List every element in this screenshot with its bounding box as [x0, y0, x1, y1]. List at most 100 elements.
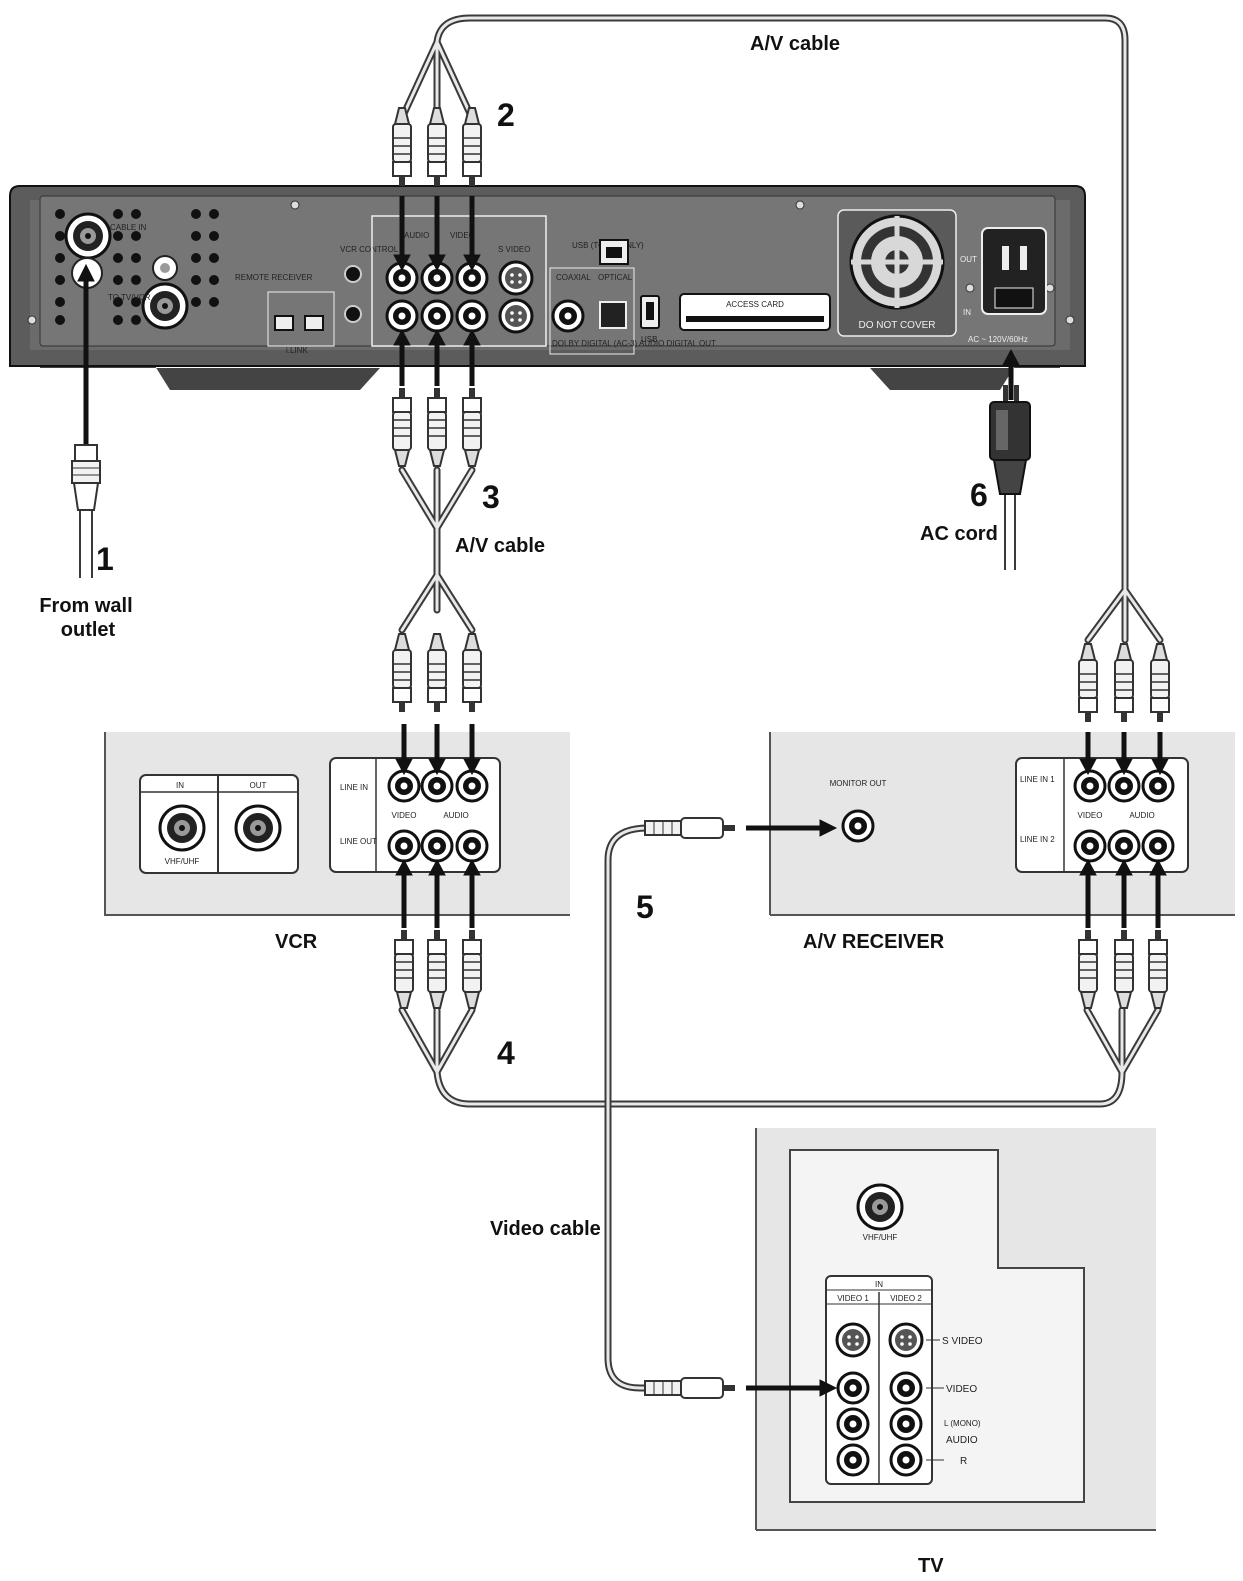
recorder-in-svideo-jack [498, 298, 534, 334]
tv-vhf-uhf-label: VHF/UHF [863, 1233, 898, 1242]
line-in-2-label: LINE IN 2 [1020, 835, 1055, 844]
to-tv-vcr-label: TO TV/VCR [108, 293, 151, 302]
vcr-line-in-audio-r-jack [455, 769, 489, 803]
receiver-line1-audio-r-jack [1141, 769, 1175, 803]
tv-in-label: IN [875, 1280, 883, 1289]
plugs-cable-3-bottom [393, 634, 481, 712]
vcr-out-label: OUT [250, 781, 267, 790]
plugs-cable-4-vcr [394, 929, 482, 1009]
tv-video2-label: VIDEO 2 [890, 1294, 922, 1303]
receiver-audio-label: AUDIO [1129, 811, 1154, 820]
av-receiver-panel: MONITOR OUT LINE IN 1 LINE IN 2 VIDEO AU… [769, 732, 1235, 916]
tv-video1-audio-r-jack [836, 1443, 870, 1477]
step-number-6: 6 [970, 477, 988, 513]
ac-rating-label: AC ~ 120V/60Hz [968, 335, 1028, 344]
coaxial-jack [551, 299, 585, 333]
vcr-audio-label: AUDIO [443, 811, 468, 820]
antenna-connector [71, 444, 101, 511]
vcr-label: VCR [275, 931, 318, 953]
video-cable-plug-tv [644, 1377, 735, 1399]
do-not-cover-label: DO NOT COVER [858, 320, 935, 331]
plugs-cable-2 [393, 108, 481, 186]
receiver-line2-audio-l-jack [1107, 829, 1141, 863]
video-cable [604, 824, 654, 1392]
ac-cord-wire [1004, 490, 1016, 570]
vcr-line-in-label: LINE IN [340, 783, 368, 792]
tv-audio-label: AUDIO [946, 1435, 978, 1446]
ilink-label: i.LINK [286, 346, 308, 355]
receiver-line2-video-jack [1073, 829, 1107, 863]
monitor-out-jack [841, 809, 875, 843]
recorder-rear-panel: CABLE IN TO TV/VCR VCR CONTROL REMOTE RE… [9, 185, 1086, 390]
tv-label: TV [918, 1555, 944, 1577]
video-cable-plug-receiver [644, 817, 735, 839]
video-cable-label: Video cable [490, 1218, 601, 1240]
tv-video1-svideo-jack [835, 1322, 871, 1358]
digital-out-label: DOLBY DIGITAL (AC-3) AUDIO DIGITAL OUT [552, 339, 716, 348]
coaxial-label: COAXIAL [556, 273, 591, 282]
step-number-4: 4 [497, 1035, 515, 1071]
vcr-line-out-audio-r-jack [455, 829, 489, 863]
recorder-out-svideo-jack [498, 260, 534, 296]
vcr-line-out-video-jack [387, 829, 421, 863]
tv-video2-video-jack [889, 1371, 923, 1405]
vcr-line-in-video-jack [387, 769, 421, 803]
tv-r-label: R [960, 1456, 967, 1467]
av-cable-top-label: A/V cable [750, 33, 840, 55]
monitor-out-label: MONITOR OUT [830, 779, 887, 788]
tv-video-label: VIDEO [946, 1384, 977, 1395]
tv-vhf-uhf-jack [856, 1183, 904, 1231]
cable-in-label: CABLE IN [110, 223, 147, 232]
tv-l-mono-label: L (MONO) [944, 1419, 981, 1428]
vcr-vhf-uhf-label: VHF/UHF [165, 857, 200, 866]
receiver-line2-audio-r-jack [1141, 829, 1175, 863]
remote-receiver-label: REMOTE RECEIVER [235, 273, 313, 282]
vcr-vhf-in-jack [158, 804, 206, 852]
ac-cord-label: AC cord [920, 523, 998, 545]
av-receiver-label: A/V RECEIVER [803, 931, 945, 953]
vcr-panel: IN OUT VHF/UHF LINE IN LINE OUT VIDEO AU… [104, 732, 570, 916]
plugs-cable-4-receiver [1078, 929, 1168, 1009]
tv-video1-video-jack [836, 1371, 870, 1405]
av-cable-middle-label: A/V cable [455, 535, 545, 557]
recorder-video-label: VIDEO [450, 231, 475, 240]
receiver-line1-audio-l-jack [1107, 769, 1141, 803]
vcr-vhf-out-jack [234, 804, 282, 852]
line-in-1-label: LINE IN 1 [1020, 775, 1055, 784]
step-number-1: 1 [96, 541, 114, 577]
from-wall-label-line1: From wall [39, 595, 132, 617]
vcr-video-label: VIDEO [392, 811, 417, 820]
optical-label: OPTICAL [598, 273, 633, 282]
step-number-3: 3 [482, 479, 500, 515]
vcr-line-out-label: LINE OUT [340, 837, 377, 846]
step-number-5: 5 [636, 889, 654, 925]
recorder-svideo-label: S VIDEO [498, 245, 530, 254]
power-out-label: OUT [960, 255, 977, 264]
plugs-cable-3-top [392, 387, 482, 467]
tv-video2-audio-l-jack [889, 1407, 923, 1441]
access-card-label: ACCESS CARD [726, 300, 784, 309]
step-number-2: 2 [497, 97, 515, 133]
recorder-audio-label: AUDIO [404, 231, 429, 240]
vcr-line-in-audio-l-jack [420, 769, 454, 803]
recorder-in-video-jack [385, 299, 419, 333]
cable-in-jack [64, 212, 112, 260]
receiver-video-label: VIDEO [1078, 811, 1103, 820]
vcr-in-label: IN [176, 781, 184, 790]
tv-video1-label: VIDEO 1 [837, 1294, 869, 1303]
av-cable-middle [398, 466, 476, 634]
recorder-in-audio-l-jack [420, 299, 454, 333]
av-cable-top [398, 14, 1164, 644]
receiver-line1-video-jack [1073, 769, 1107, 803]
av-cable-bottom [398, 1006, 1162, 1108]
usb-label: USB [641, 335, 657, 344]
tv-video2-svideo-jack [888, 1322, 924, 1358]
antenna-cable [79, 510, 93, 578]
tv-svideo-label: S VIDEO [942, 1336, 983, 1347]
ac-plug [989, 385, 1031, 495]
tv-panel: VHF/UHF IN VIDEO 1 VIDEO 2 S VIDEO VIDEO… [755, 1128, 1156, 1531]
power-in-label: IN [963, 308, 971, 317]
vcr-line-out-audio-l-jack [420, 829, 454, 863]
tv-video2-audio-r-jack [889, 1443, 923, 1477]
